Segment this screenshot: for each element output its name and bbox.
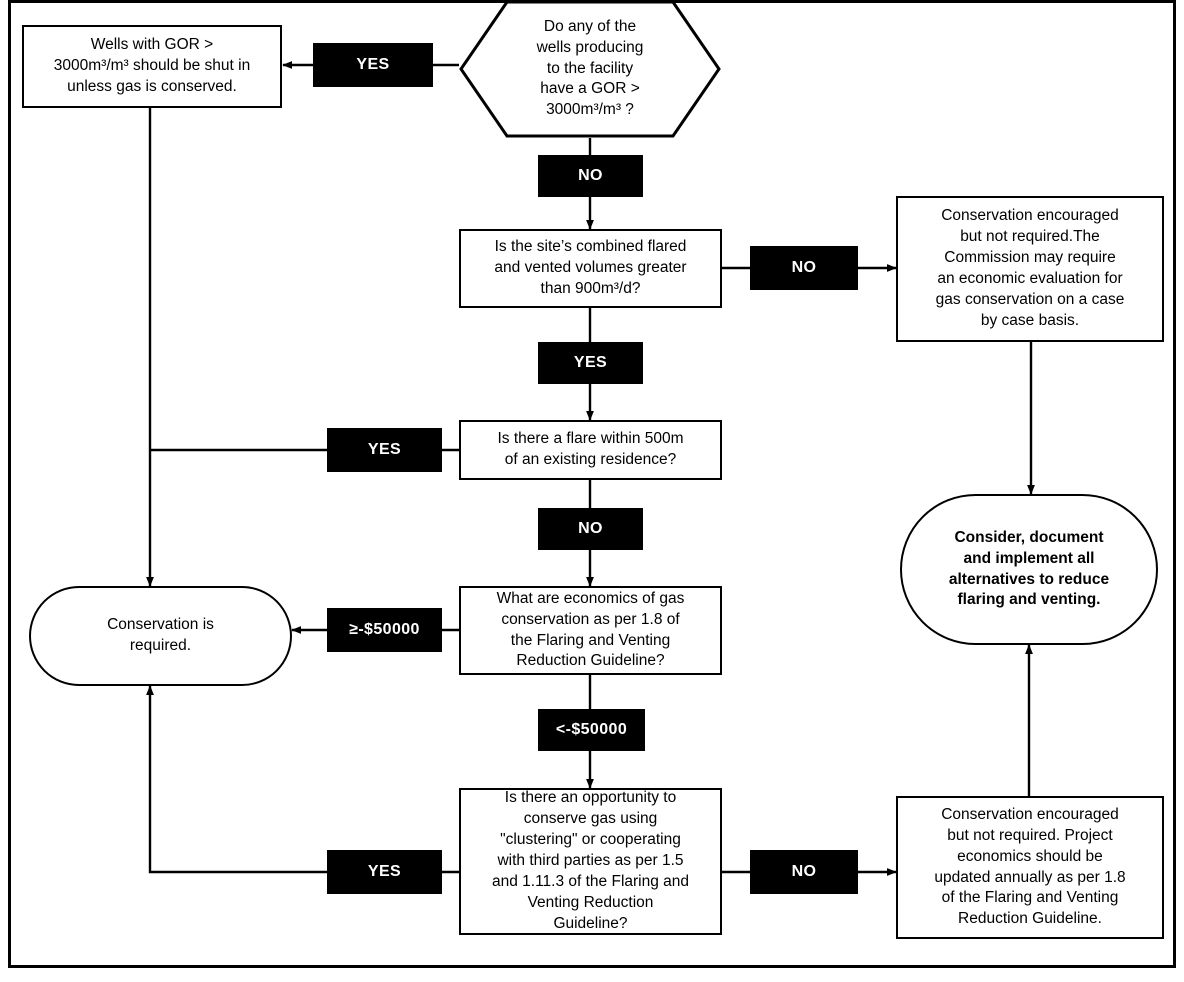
edge-label-clustering-yes[interactable]: YES <box>327 850 442 894</box>
node-gor-decision-text: Do any of the wells producing to the fac… <box>536 17 644 119</box>
node-economics-question[interactable]: What are economics of gas conservation a… <box>459 586 722 675</box>
hexagon-shape <box>459 0 721 138</box>
edge-label-volumes-no[interactable]: NO <box>750 246 858 290</box>
edge-label-flare-yes[interactable]: YES <box>327 428 442 472</box>
edge-label-gor-yes[interactable]: YES <box>313 43 433 87</box>
node-combined-volumes[interactable]: Is the site’s combined flared and vented… <box>459 229 722 308</box>
edge-label-volumes-yes[interactable]: YES <box>538 342 643 384</box>
node-conservation-encouraged-bottom[interactable]: Conservation encouraged but not required… <box>896 796 1164 939</box>
node-conservation-required[interactable]: Conservation is required. <box>29 586 292 686</box>
node-gor-decision[interactable]: Do any of the wells producing to the fac… <box>459 0 721 138</box>
edge-label-gor-no[interactable]: NO <box>538 155 643 197</box>
node-wells-shut-in[interactable]: Wells with GOR > 3000m³/m³ should be shu… <box>22 25 282 108</box>
edge-yes-to-required-bottom <box>146 685 327 874</box>
node-flare-residence[interactable]: Is there a flare within 500m of an exist… <box>459 420 722 480</box>
edge-label-clustering-no[interactable]: NO <box>750 850 858 894</box>
edge-label-economics-ge[interactable]: ≥-$50000 <box>327 608 442 652</box>
node-clustering-question[interactable]: Is there an opportunity to conserve gas … <box>459 788 722 935</box>
edge-label-flare-no[interactable]: NO <box>538 508 643 550</box>
node-conservation-encouraged-top[interactable]: Conservation encouraged but not required… <box>896 196 1164 342</box>
node-consider-document[interactable]: Consider, document and implement all alt… <box>900 494 1158 645</box>
edge-label-economics-lt[interactable]: <-$50000 <box>538 709 645 751</box>
